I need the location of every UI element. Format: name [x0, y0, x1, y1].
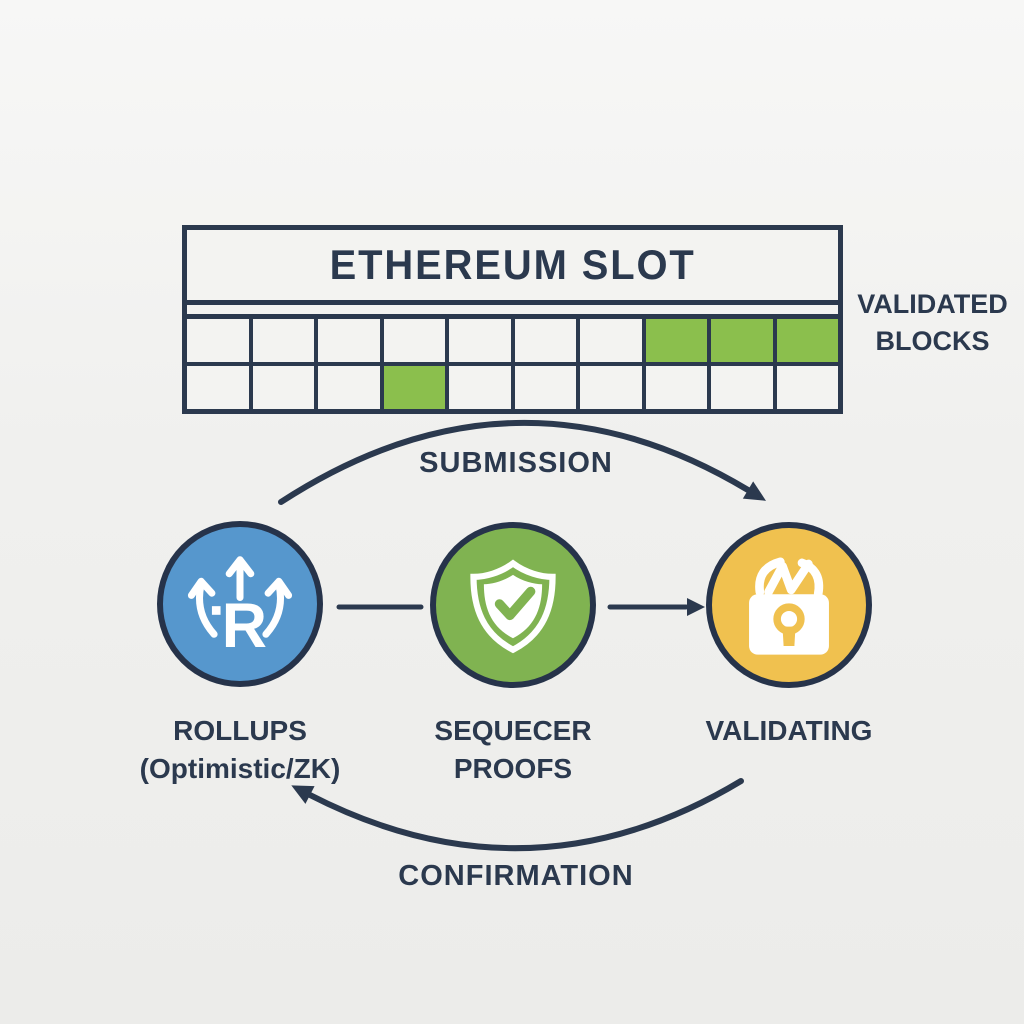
- confirmation-arc: [307, 778, 744, 852]
- submission-label: SUBMISSION: [419, 447, 613, 479]
- rollup-icon-letter: R: [222, 591, 267, 658]
- slot-cell: [449, 319, 511, 362]
- slot-cell: [187, 366, 249, 409]
- confirmation-label: CONFIRMATION: [398, 860, 634, 892]
- slot-cell: [711, 366, 773, 409]
- slot-cell: [252, 319, 314, 362]
- slot-cell: [514, 319, 576, 362]
- slot-cell: [580, 319, 642, 362]
- slot-cell: [252, 366, 314, 409]
- sequencer-proofs-node: [430, 522, 596, 688]
- rollups-node: R: [157, 521, 323, 687]
- submission-arrowhead-icon: [742, 481, 767, 501]
- slot-table-title: ETHEREUM SLOT: [329, 241, 696, 288]
- ethereum-slot-table: ETHEREUM SLOT: [182, 225, 843, 414]
- rollups-label: ROLLUPS (Optimistic/ZK): [139, 715, 341, 784]
- slot-cell-validated: [711, 319, 773, 362]
- slot-cell-validated: [645, 319, 707, 362]
- padlock-icon: [749, 557, 829, 655]
- rollup-arrows-icon: R: [187, 556, 293, 658]
- rollup-icon-dot: [211, 606, 221, 615]
- slot-cell: [514, 366, 576, 409]
- slot-cell: [187, 319, 249, 362]
- slot-table-separator-strip: [187, 305, 838, 319]
- right-arrowhead-icon: [687, 598, 705, 616]
- shield-check-icon: [470, 559, 556, 654]
- sequencer-proofs-label: SEQUECER PROOFS: [434, 715, 592, 784]
- slot-cell: [645, 366, 707, 409]
- validating-node: [706, 522, 872, 688]
- slot-cell: [383, 319, 445, 362]
- slot-cell: [318, 319, 380, 362]
- slot-cell: [580, 366, 642, 409]
- slot-cell: [318, 366, 380, 409]
- slot-cell-validated: [776, 319, 838, 362]
- slot-cell: [449, 366, 511, 409]
- slot-grid: [187, 319, 838, 409]
- validating-label: VALIDATING: [705, 715, 873, 746]
- slot-cell-validated: [383, 366, 445, 409]
- slot-cell: [776, 366, 838, 409]
- validated-blocks-label: VALIDATED BLOCKS: [857, 289, 1008, 356]
- slot-table-header: ETHEREUM SLOT: [187, 230, 838, 305]
